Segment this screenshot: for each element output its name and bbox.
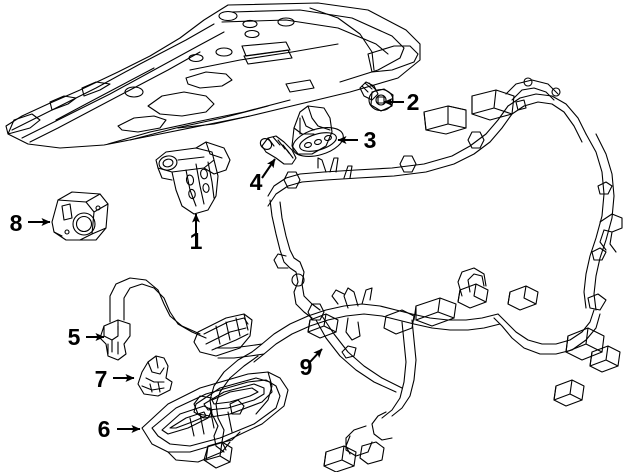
callout-number-7: 7 [95,366,108,392]
callout-number-1: 1 [190,228,203,254]
wire-harness-connector-part [99,277,207,361]
callout-arrow-4 [261,158,276,179]
callout-number-5: 5 [68,324,81,350]
callout-number-4: 4 [250,169,263,195]
license-plate-lamp-housing-part [141,371,289,463]
liftgate-inner-panel [5,2,421,149]
striker-bolt-part [259,135,297,165]
callout-arrow-9 [309,348,323,363]
callout-arrows [28,98,404,433]
rear-view-camera-part [51,191,109,241]
latch-bolt-part [359,81,394,112]
retainer-clip-part [137,355,173,397]
callout-number-8: 8 [10,210,23,236]
callout-number-3: 3 [364,127,377,153]
liftgate-latch-part [155,141,231,215]
callout-number-6: 6 [98,416,111,442]
callout-number-9: 9 [300,354,313,380]
callout-number-2: 2 [407,89,420,115]
liftgate-wiring-harness-part [193,77,623,472]
callout-numbers: 1 2 3 4 5 6 7 8 9 [10,89,420,442]
liftgate-striker-part [291,105,344,157]
lamp-pigtail-body [193,313,253,357]
